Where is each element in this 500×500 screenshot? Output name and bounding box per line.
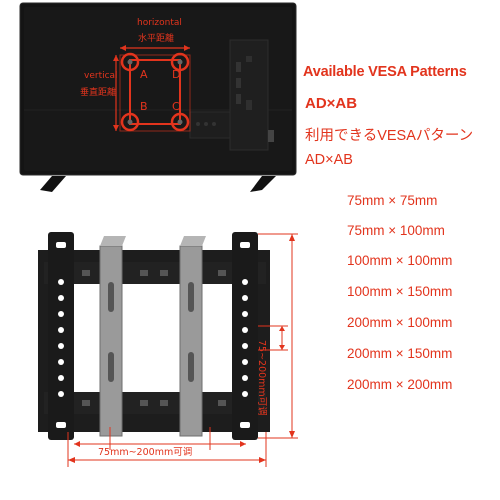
tv-back-illustration [19,2,297,192]
width-range-label: 75mm~200mm可调 [98,447,193,458]
vertical-label: vertical [84,71,118,81]
hole-label-d: D [172,68,181,81]
vesa-title: Available VESA Patterns [303,64,467,80]
hole-label-a: A [140,68,148,81]
horizontal-label: horizontal [137,18,182,28]
vesa-pattern-item: 100mm × 100mm [347,253,453,268]
vertical-label-jp: 垂直距離 [80,88,117,98]
hole-label-c: C [172,100,180,113]
hole-label-b: B [140,100,148,113]
vesa-pattern-item: 75mm × 100mm [347,223,445,238]
vesa-title-jp: 利用できるVESAパターン [305,128,474,144]
wall-mount-illustration [38,232,298,467]
vesa-pattern-item: 200mm × 200mm [347,377,453,392]
height-range-label: 75~200mm可调 [256,340,267,416]
vesa-formula: AD×AB [305,95,358,112]
horizontal-label-jp: 水平距離 [138,34,175,44]
vesa-pattern-item: 100mm × 150mm [347,284,453,299]
vesa-formula-jp: AD×AB [305,152,353,168]
vesa-pattern-item: 200mm × 150mm [347,346,453,361]
vesa-pattern-item: 200mm × 100mm [347,315,453,330]
vesa-pattern-item: 75mm × 75mm [347,193,438,208]
